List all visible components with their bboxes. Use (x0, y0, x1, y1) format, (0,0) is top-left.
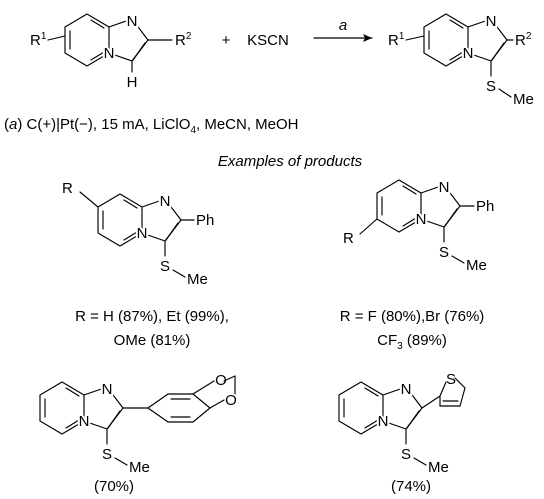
example-3-structure (39, 375, 236, 466)
example-3-s-label: S (102, 446, 112, 463)
example-2-caption-line-2: CF3 (89%) (377, 332, 447, 352)
reactant-r2-label: R2 (175, 31, 192, 49)
reagent-kscn: KSCN (247, 32, 289, 49)
example-3-o2-label: O (225, 392, 237, 409)
example-4-me-label: Me (428, 459, 449, 476)
product-r1-label: R1 (388, 31, 405, 49)
example-1-s-label: S (160, 258, 170, 275)
example-2-ph-label: Ph (476, 198, 494, 215)
example-2-caption-line-1: R = F (80%),Br (76%) (340, 308, 485, 325)
product-s-label: S (486, 78, 496, 95)
example-3-caption: (70%) (94, 478, 134, 495)
examples-heading: Examples of products (218, 153, 363, 170)
example-4-structure (338, 377, 466, 466)
example-1-caption-line-1: R = H (87%), Et (99%), (75, 308, 229, 325)
example-4-caption: (74%) (391, 478, 431, 495)
reactant-structure (64, 13, 173, 73)
example-3-o1-label: O (215, 372, 227, 389)
example-2-n-bridge-label: N (416, 211, 427, 228)
example-1-ph-label: Ph (196, 212, 214, 229)
example-2-n1-label: N (439, 179, 450, 196)
reactant-r1-label: R1 (30, 31, 47, 49)
example-2-s-label: S (439, 244, 449, 261)
reaction-arrow (313, 34, 373, 42)
reaction-conditions: (a) C(+)|Pt(−), 15 mA, LiClO4, MeCN, MeO… (4, 116, 299, 136)
example-3-me-label: Me (129, 459, 150, 476)
example-4-s-label: S (401, 446, 411, 463)
reactant-n1-label: N (127, 13, 138, 30)
example-1-n-bridge-label: N (137, 225, 148, 242)
example-1-n1-label: N (160, 193, 171, 210)
reactant-pyridine-ring (64, 13, 110, 67)
example-2-r-label: R (343, 230, 354, 247)
product-n-bridge-label: N (463, 45, 474, 62)
reactant-h-label: H (127, 74, 138, 91)
example-2-structure (359, 179, 475, 264)
example-1-me-label: Me (187, 271, 208, 288)
product-n1-label: N (486, 13, 497, 30)
example-4-thiophene-s-label: S (446, 371, 456, 388)
example-1-caption-line-2: OMe (81%) (114, 332, 191, 349)
example-3-n-bridge-label: N (79, 413, 90, 430)
plus-sign: + (222, 32, 231, 49)
reactant-n-bridge-label: N (104, 45, 115, 62)
example-4-n1-label: N (401, 381, 412, 398)
example-2-me-label: Me (466, 257, 487, 274)
arrow-condition-label: a (339, 17, 347, 34)
product-structure (405, 13, 514, 98)
example-1-r-label: R (62, 180, 73, 197)
example-1-structure (79, 191, 195, 278)
reactant-r1-bond (47, 35, 66, 41)
example-3-n1-label: N (102, 381, 113, 398)
example-4-n-bridge-label: N (378, 413, 389, 430)
product-me-label: Me (513, 91, 534, 108)
product-r2-label: R2 (515, 31, 532, 49)
